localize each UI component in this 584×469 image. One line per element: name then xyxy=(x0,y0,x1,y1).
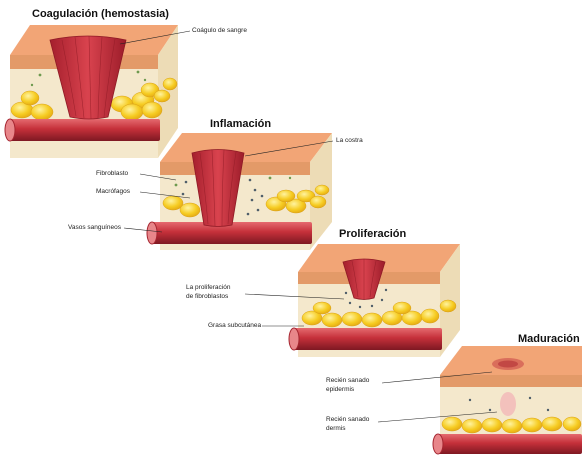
stage-title-proliferation: Proliferación xyxy=(339,228,406,240)
label-new-dermis-line1: Recién sanado xyxy=(326,416,369,424)
label-blood-clot: Coágulo de sangre xyxy=(192,27,247,35)
label-fibroblast-proliferation-line1: La proliferación xyxy=(186,284,230,292)
stage-block-coagulation xyxy=(5,25,178,158)
label-fibroblast: Fibroblasto xyxy=(96,170,128,178)
label-subcutaneous-fat: Grasa subcutánea xyxy=(208,322,261,330)
stage-block-proliferation xyxy=(289,244,460,357)
label-macrophages: Macrófagos xyxy=(96,188,130,196)
label-new-epidermis-line1: Recién sanado xyxy=(326,377,369,385)
label-fibroblast-proliferation-line2: de fibroblastos xyxy=(186,293,228,301)
label-new-dermis-line2: dermis xyxy=(326,425,346,433)
stage-title-coagulation: Coagulación (hemostasia) xyxy=(32,8,169,20)
label-scab: La costra xyxy=(336,137,363,145)
stage-title-maturation: Maduración xyxy=(518,333,580,345)
label-blood-vessels: Vasos sanguíneos xyxy=(68,224,121,232)
label-new-epidermis-line2: epidermis xyxy=(326,386,354,394)
stage-block-inflammation xyxy=(147,133,332,250)
stage-title-inflammation: Inflamación xyxy=(210,118,271,130)
stage-block-maturation xyxy=(433,346,582,454)
